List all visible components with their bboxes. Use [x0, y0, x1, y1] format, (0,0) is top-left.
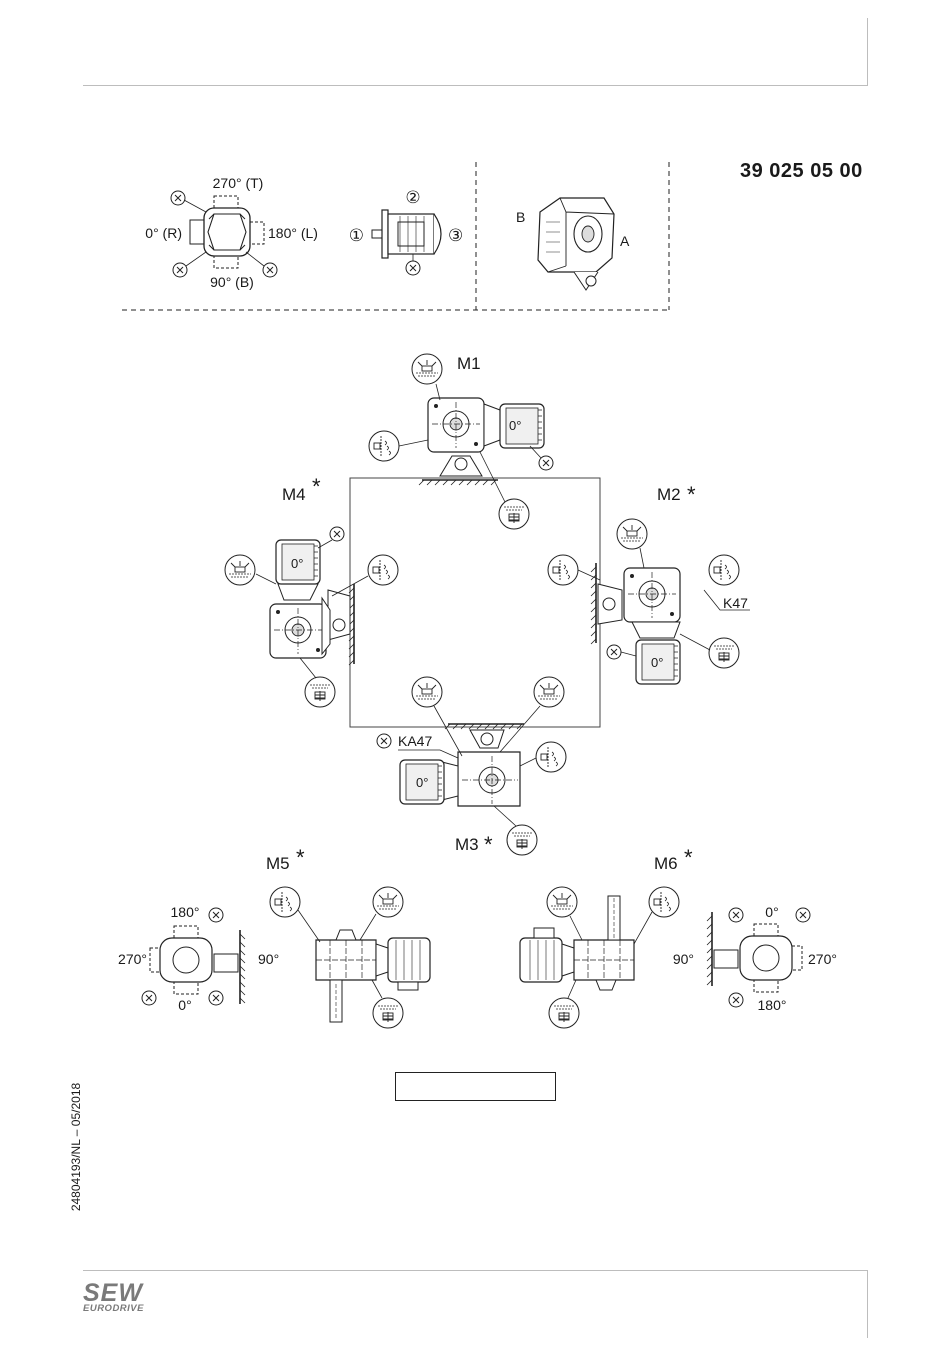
terminal-box-90-position [214, 256, 238, 268]
breather-valve-icon [617, 519, 647, 549]
breather-valve-icon [225, 555, 255, 585]
cable-entry-3-label: ③ [448, 226, 463, 245]
m5-label: M5 [266, 854, 290, 873]
m4-motor-angle: 0° [291, 556, 303, 571]
cable-entry-x-icon [171, 191, 185, 205]
position-m2: 0° M2 * K47 [548, 482, 750, 684]
m3-label: M3 [455, 835, 479, 854]
m6-side-view [520, 887, 679, 1028]
cable-entry-1-label: ① [349, 226, 364, 245]
m6-end-view: 0° 90° 270° 180° [673, 904, 837, 1013]
cable-entry-x-icon [729, 993, 743, 1007]
oil-drain-icon [709, 638, 739, 668]
angle-270-label: 270° (T) [213, 175, 264, 191]
m2-label: M2 [657, 485, 681, 504]
oil-level-icon [270, 887, 300, 917]
housing-sides-view: B A [516, 198, 630, 290]
position-m6: M6 * 0° 90° [520, 845, 837, 1028]
cable-entry-side-view: ① ② ③ [349, 188, 464, 275]
cable-entry-x-icon [729, 908, 743, 922]
m1-label: M1 [457, 354, 481, 373]
breather-valve-icon [412, 677, 442, 707]
breather-valve-icon [547, 887, 577, 917]
terminal-box-orientation-legend: 270° (T) 0° (R) 180° (L) 90° (B) [145, 175, 318, 290]
breather-valve-icon [412, 354, 442, 384]
m5-angle-90: 90° [258, 951, 279, 967]
cable-entry-x-icon [330, 527, 344, 541]
terminal-box-180-position [250, 222, 264, 244]
cable-entry-x-icon [173, 263, 187, 277]
breather-valve-icon [373, 887, 403, 917]
oil-drain-icon [507, 825, 537, 855]
position-m4: 0° M4 * [225, 474, 398, 707]
m1-motor-angle: 0° [509, 418, 521, 433]
m5-angle-270: 270° [118, 951, 147, 967]
oil-drain-icon [499, 499, 529, 529]
m6-angle-90: 90° [673, 951, 694, 967]
angle-180-label: 180° (L) [268, 225, 318, 241]
m2-asterisk: * [687, 482, 696, 507]
cable-entry-x-icon [209, 908, 223, 922]
m4-label: M4 [282, 485, 306, 504]
cable-entry-x-icon [539, 456, 553, 470]
oil-level-icon [536, 742, 566, 772]
m6-angle-0: 0° [765, 904, 778, 920]
terminal-box-0-position [190, 220, 204, 244]
position-m3: 0° M3 * KA47 [377, 677, 566, 857]
m6-asterisk: * [684, 845, 693, 870]
m6-label: M6 [654, 854, 678, 873]
m2-motor-angle: 0° [651, 655, 663, 670]
m5-angle-180: 180° [171, 904, 200, 920]
oil-drain-icon [373, 998, 403, 1028]
m6-angle-270: 270° [808, 951, 837, 967]
cable-entry-x-icon [377, 734, 391, 748]
cable-entry-2-label: ② [405, 188, 420, 207]
side-b-label: B [516, 209, 525, 225]
cable-entry-x-icon [209, 991, 223, 1005]
m3-asterisk: * [484, 832, 493, 857]
angle-0-label: 0° (R) [145, 225, 182, 241]
oil-level-icon [368, 555, 398, 585]
oil-drain-icon [305, 677, 335, 707]
oil-level-icon [369, 431, 399, 461]
k47-label: K47 [723, 595, 748, 611]
oil-level-icon [709, 555, 739, 585]
m5-side-view [270, 887, 430, 1028]
oil-level-icon [548, 555, 578, 585]
m6-angle-180: 180° [758, 997, 787, 1013]
m4-asterisk: * [312, 474, 321, 499]
side-a-label: A [620, 233, 630, 249]
breather-valve-icon [534, 677, 564, 707]
oil-drain-icon [549, 998, 579, 1028]
m3-motor-angle: 0° [416, 775, 428, 790]
m5-asterisk: * [296, 845, 305, 870]
angle-90-label: 90° (B) [210, 274, 254, 290]
position-m1: 0° M1 [369, 354, 553, 529]
cable-entry-x-icon [796, 908, 810, 922]
cable-entry-x-icon [406, 261, 420, 275]
position-m5: M5 * 180° 270° 90° 0° [118, 845, 430, 1028]
cable-entry-x-icon [142, 991, 156, 1005]
m5-angle-0: 0° [178, 997, 191, 1013]
m5-end-view: 180° 270° 90° 0° [118, 904, 279, 1013]
oil-level-icon [649, 887, 679, 917]
cable-entry-x-icon [263, 263, 277, 277]
terminal-box-270-position [214, 196, 238, 208]
ka47-label: KA47 [398, 733, 432, 749]
cable-entry-x-icon [607, 645, 621, 659]
